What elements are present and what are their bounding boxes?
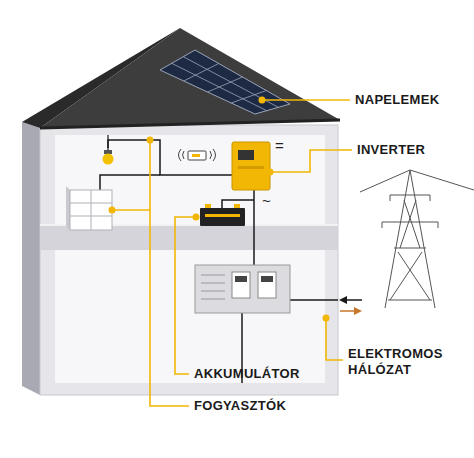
front-wall bbox=[40, 125, 338, 395]
distribution-panel bbox=[195, 265, 290, 313]
roof-eave bbox=[40, 120, 340, 128]
smart-meter bbox=[179, 149, 216, 161]
current-symbol: ~ bbox=[262, 193, 271, 209]
flow-arrows bbox=[339, 296, 362, 315]
lamp bbox=[103, 135, 114, 165]
leader-dots bbox=[109, 97, 330, 322]
callout-label: INVERTER bbox=[357, 142, 425, 158]
inverter bbox=[232, 142, 270, 190]
callout-label: ELEKTROMOS HÁLÓZAT bbox=[348, 346, 443, 378]
callout-label: NAPELEMEK bbox=[355, 92, 439, 108]
side-wall bbox=[22, 122, 40, 395]
callout-label: FOGYASZTÓK bbox=[194, 398, 286, 414]
pylon bbox=[360, 170, 474, 308]
leader-lines bbox=[112, 100, 352, 406]
roof-front bbox=[40, 28, 340, 128]
battery bbox=[200, 204, 245, 226]
cabinet bbox=[66, 186, 112, 230]
solar-panels bbox=[160, 50, 290, 114]
lower-room bbox=[55, 250, 325, 383]
current-symbol: = bbox=[275, 138, 284, 154]
callout-label: AKKUMULÁTOR bbox=[194, 366, 300, 382]
wires bbox=[100, 140, 338, 383]
